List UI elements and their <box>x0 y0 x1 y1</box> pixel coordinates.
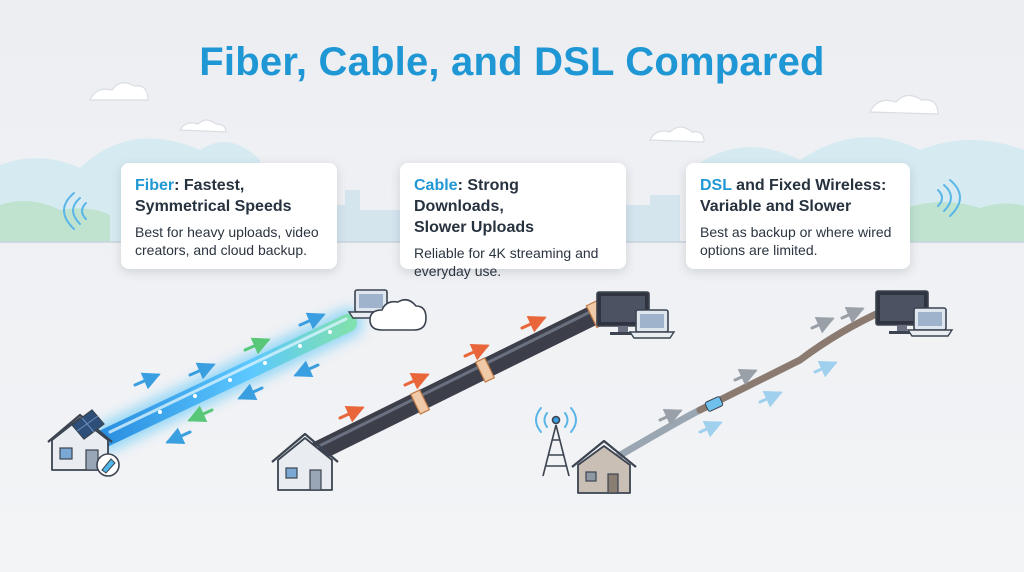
house-icon <box>271 432 339 491</box>
laptop-icon <box>628 309 676 339</box>
wifi-signal-icon <box>937 179 961 217</box>
page-title: Fiber, Cable, and DSL Compared <box>199 40 825 84</box>
fiber-card-heading-line2: Symmetrical Speeds <box>135 198 292 215</box>
cable-card-heading: Cable: Strong Downloads, Slower Uploads <box>414 175 612 238</box>
cloud-icon <box>369 298 427 331</box>
cable-card-body: Reliable for 4K streaming and everyday u… <box>414 245 599 279</box>
dsl-card: DSL and Fixed Wireless: Variable and Slo… <box>686 163 910 269</box>
fiber-card-heading: Fiber: Fastest, Symmetrical Speeds <box>135 175 323 217</box>
solar-panel-icon <box>71 409 105 440</box>
fiber-card-body: Best for heavy uploads, video creators, … <box>135 224 319 258</box>
arrow-icon <box>658 306 865 438</box>
cable-card: Cable: Strong Downloads, Slower Uploads … <box>400 163 626 279</box>
sky-clouds <box>89 82 939 143</box>
cable-card-heading-accent: Cable <box>414 177 458 194</box>
dsl-card-heading-accent: DSL <box>700 177 732 194</box>
wifi-signal-icon <box>535 407 577 433</box>
dsl-line <box>608 306 889 464</box>
laptop-icon <box>347 289 395 319</box>
fiber-card-heading-rest: : Fastest, <box>174 177 245 194</box>
fiber-connector-icon <box>96 453 120 477</box>
fiber-cable <box>90 308 363 453</box>
dsl-card-heading: DSL and Fixed Wireless: Variable and Slo… <box>700 175 896 217</box>
fiber-card: Fiber: Fastest, Symmetrical Speeds Best … <box>121 163 337 269</box>
fiber-card-heading-accent: Fiber <box>135 177 175 194</box>
dsl-card-heading-line2: Variable and Slower <box>700 198 852 215</box>
dsl-card-heading-rest: and Fixed Wireless: <box>731 177 887 194</box>
arrow-icon <box>338 316 547 423</box>
cable-card-heading-rest: : Strong Downloads, <box>414 177 519 215</box>
wifi-signal-icon <box>63 192 87 230</box>
dsl-card-body: Best as backup or where wired options ar… <box>700 224 892 258</box>
laptop-icon <box>906 307 954 337</box>
house-icon <box>571 439 637 494</box>
arrow-icon <box>133 312 326 444</box>
cell-tower-icon <box>542 415 570 477</box>
cable-card-heading-line2: Slower Uploads <box>414 219 535 236</box>
